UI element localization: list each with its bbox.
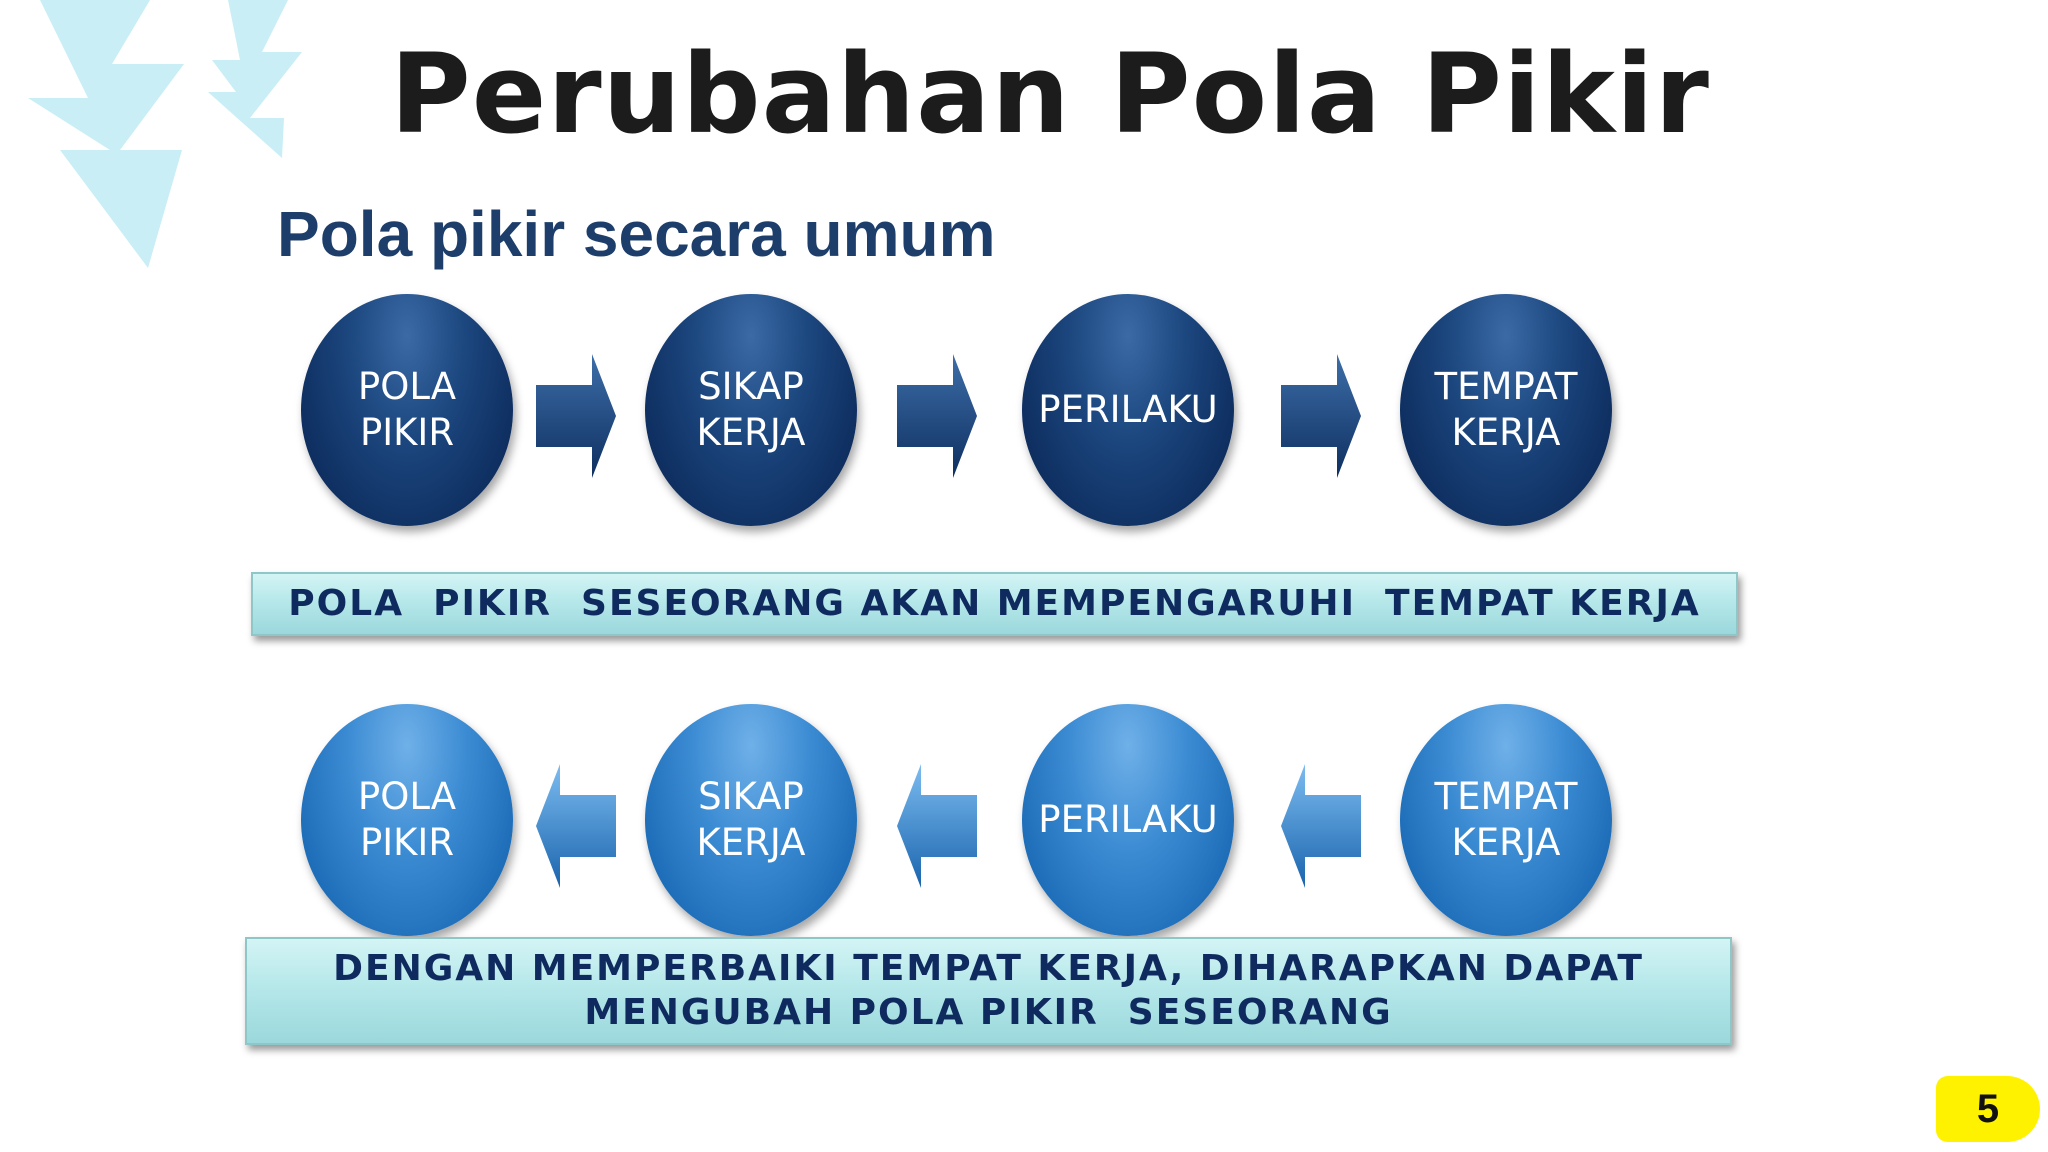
node-pola-pikir: POLA PIKIR (301, 704, 513, 936)
page-number-badge: 5 (1936, 1076, 2040, 1142)
arrow-right-icon (897, 354, 977, 478)
bottom-caption-box: DENGAN MEMPERBAIKI TEMPAT KERJA, DIHARAP… (245, 937, 1732, 1045)
arrow-left-icon (897, 764, 977, 888)
node-label: KERJA (696, 821, 806, 864)
arrow-left-icon (536, 764, 616, 888)
slide-title: Perubahan Pola Pikir (390, 30, 1710, 158)
node-label: POLA (357, 774, 457, 818)
top-flow: POLA PIKIR SIKAP KERJA PERILAKU TEMPAT K… (0, 294, 2048, 534)
node-label: PIKIR (359, 821, 455, 864)
top-caption: POLA PIKIR SESEORANG AKAN MEMPENGARUHI T… (288, 583, 1701, 625)
node-label: SIKAP (698, 364, 804, 408)
node-label: KERJA (1451, 411, 1561, 454)
slide-subtitle: Pola pikir secara umum (277, 198, 996, 270)
node-label: POLA (357, 364, 457, 408)
bottom-flow: POLA PIKIR SIKAP KERJA PERILAKU TEMPAT K… (0, 704, 2048, 944)
arrow-right-icon (1281, 354, 1361, 478)
node-label: TEMPAT (1434, 364, 1578, 408)
node-label: TEMPAT (1434, 774, 1578, 818)
bottom-caption-line2: MENGUBAH POLA PIKIR SESEORANG (584, 992, 1393, 1033)
top-caption-box: POLA PIKIR SESEORANG AKAN MEMPENGARUHI T… (251, 572, 1738, 636)
node-label: PIKIR (359, 411, 455, 454)
bottom-caption-line1: DENGAN MEMPERBAIKI TEMPAT KERJA, DIHARAP… (333, 948, 1644, 990)
node-perilaku: PERILAKU (1022, 294, 1234, 526)
node-sikap-kerja: SIKAP KERJA (645, 294, 857, 526)
node-tempat-kerja: TEMPAT KERJA (1400, 294, 1612, 526)
node-pola-pikir: POLA PIKIR (301, 294, 513, 526)
node-label: SIKAP (698, 774, 804, 818)
node-tempat-kerja: TEMPAT KERJA (1400, 704, 1612, 936)
node-sikap-kerja: SIKAP KERJA (645, 704, 857, 936)
arrow-left-icon (1281, 764, 1361, 888)
lightning-bolt-icon (28, 0, 302, 268)
node-perilaku: PERILAKU (1022, 704, 1234, 936)
node-label: PERILAKU (1038, 387, 1218, 431)
arrow-right-icon (536, 354, 616, 478)
node-label: KERJA (1451, 821, 1561, 864)
node-label: PERILAKU (1038, 797, 1218, 841)
node-label: KERJA (696, 411, 806, 454)
